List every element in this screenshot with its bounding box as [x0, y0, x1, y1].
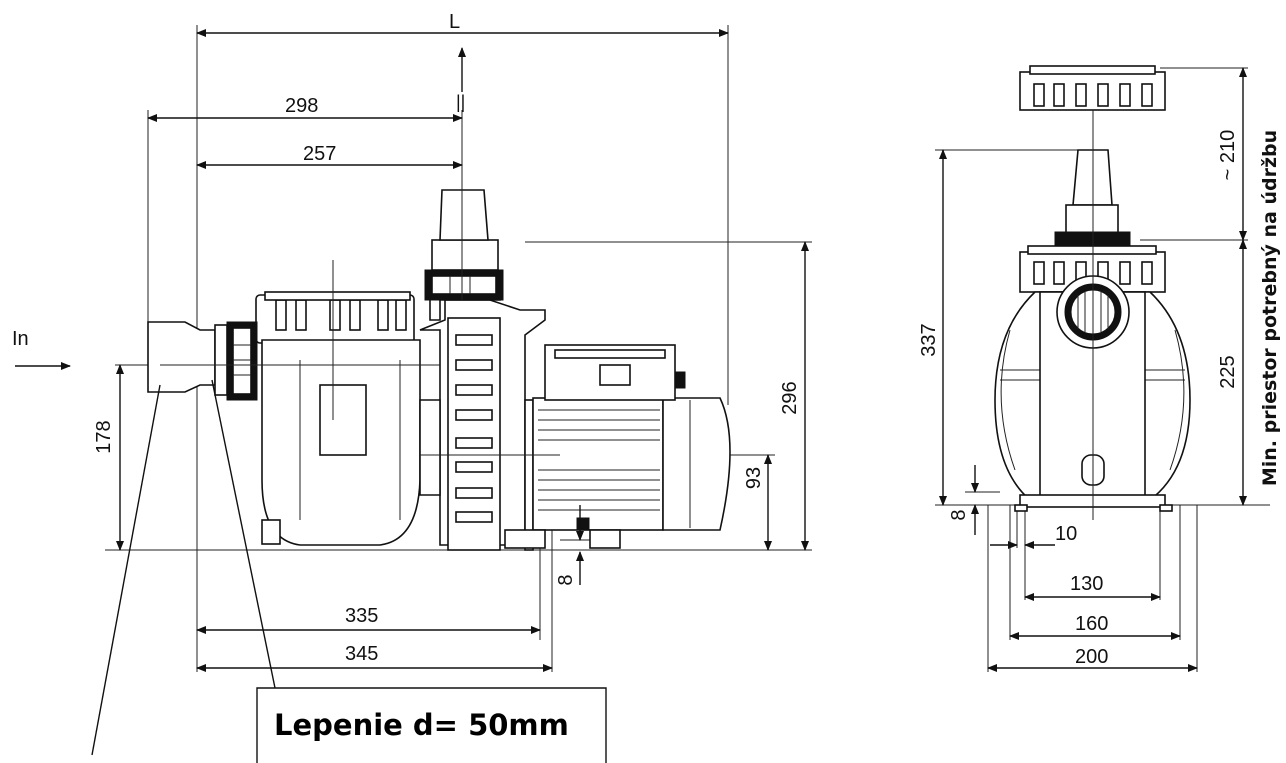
front-dimension-texts: L 298 257 296 178 93 8 335 345 [93, 11, 801, 665]
dim-130-label: 130 [1070, 573, 1103, 595]
dim-l-label: L [449, 11, 460, 33]
front-centre-lines [160, 170, 560, 456]
dim-210-label: ~ 210 [1217, 130, 1239, 181]
dim-296-label: 296 [779, 381, 801, 414]
glue-note-text: Lepenie d= 50mm [274, 708, 569, 742]
dim-8-side-label: 8 [948, 509, 970, 520]
side-dimension-lines [939, 67, 1247, 672]
maintenance-space-label: Min. priestor potrebný na údržbu [1259, 130, 1281, 486]
dim-345-label: 345 [345, 643, 378, 665]
dim-257-label: 257 [303, 143, 336, 165]
dim-160-label: 160 [1075, 613, 1108, 635]
side-dimension-texts: 337 ~ 210 225 8 10 130 160 200 Min. prie… [918, 130, 1281, 668]
outlet-label: || [456, 92, 465, 112]
dim-337-label: 337 [918, 323, 940, 356]
dim-178-label: 178 [93, 420, 115, 453]
dim-298-label: 298 [285, 95, 318, 117]
flow-arrows: In || [12, 47, 466, 370]
glue-note: Lepenie d= 50mm [91, 379, 607, 763]
dim-335-label: 335 [345, 605, 378, 627]
pump-lid [1019, 65, 1166, 111]
dim-225-label: 225 [1217, 355, 1239, 388]
inlet-label: In [12, 328, 29, 350]
dim-200-label: 200 [1075, 646, 1108, 668]
dim-93-label: 93 [743, 467, 765, 489]
pump-front-body [147, 189, 731, 551]
front-view: In || L 298 257 296 178 93 8 335 345 [12, 11, 812, 763]
dim-10-label: 10 [1055, 523, 1077, 545]
dim-8-front-label: 8 [555, 574, 577, 585]
front-dimension-lines [116, 29, 809, 672]
side-view: 337 ~ 210 225 8 10 130 160 200 Min. prie… [918, 65, 1281, 672]
